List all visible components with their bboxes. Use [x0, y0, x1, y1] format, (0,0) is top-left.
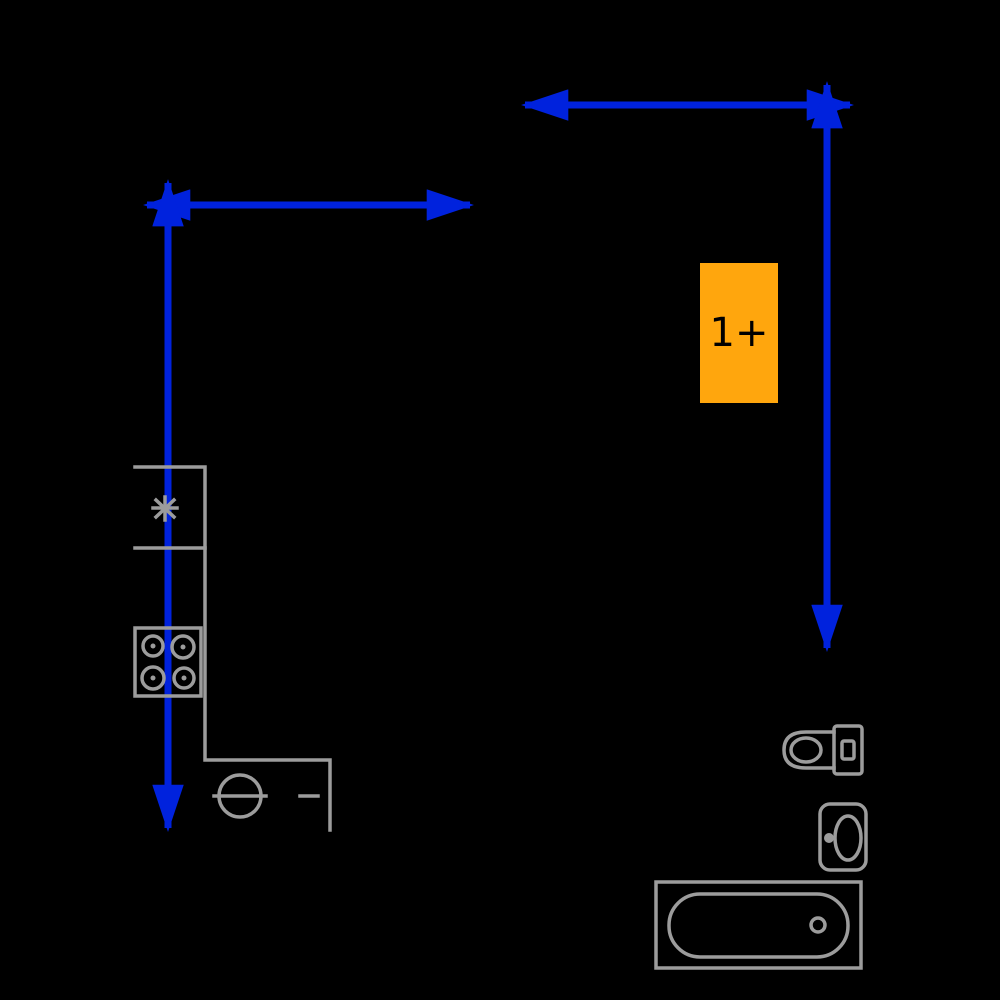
dimension-arrows: [143, 81, 854, 832]
kitchen-sink-symbol-icon: [151, 495, 179, 522]
bathroom-sink-icon: [818, 802, 868, 872]
bathtub-icon: [654, 880, 863, 970]
round-sink-icon: [212, 773, 320, 819]
cooktop-icon: [133, 626, 203, 698]
room-label-badge[interactable]: 1+: [700, 263, 778, 403]
room-label-text: 1+: [710, 310, 769, 356]
kitchen-counter-outline: [133, 465, 332, 832]
room-label-rect[interactable]: [700, 263, 778, 403]
kitchen-counter: [133, 465, 332, 832]
toilet-icon: [782, 724, 864, 776]
